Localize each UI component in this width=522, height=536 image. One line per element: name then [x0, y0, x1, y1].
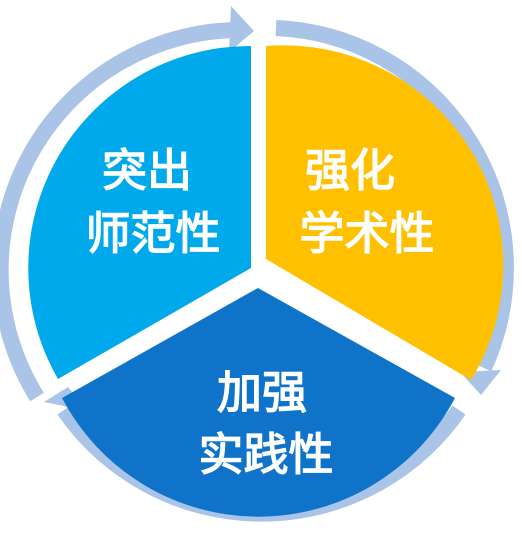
- arrow-head-top: [229, 6, 254, 52]
- pie-segments: [28, 45, 504, 517]
- arrow-top-to-right: [275, 20, 514, 372]
- label-bottom-line1: 加强: [217, 366, 307, 419]
- label-right-line1: 强化: [305, 144, 395, 197]
- label-left-line2: 师范性: [85, 207, 220, 260]
- arrow-left-to-top: [0, 22, 239, 402]
- segment-left: [28, 45, 251, 380]
- segment-labels: 突出 师范性 强化 学术性 加强 实践性: [85, 144, 434, 481]
- segment-right: [266, 45, 504, 380]
- label-left-line1: 突出: [102, 144, 192, 197]
- label-bottom-line2: 实践性: [198, 428, 333, 481]
- segment-bottom: [62, 288, 455, 517]
- label-right-line2: 学术性: [299, 207, 434, 260]
